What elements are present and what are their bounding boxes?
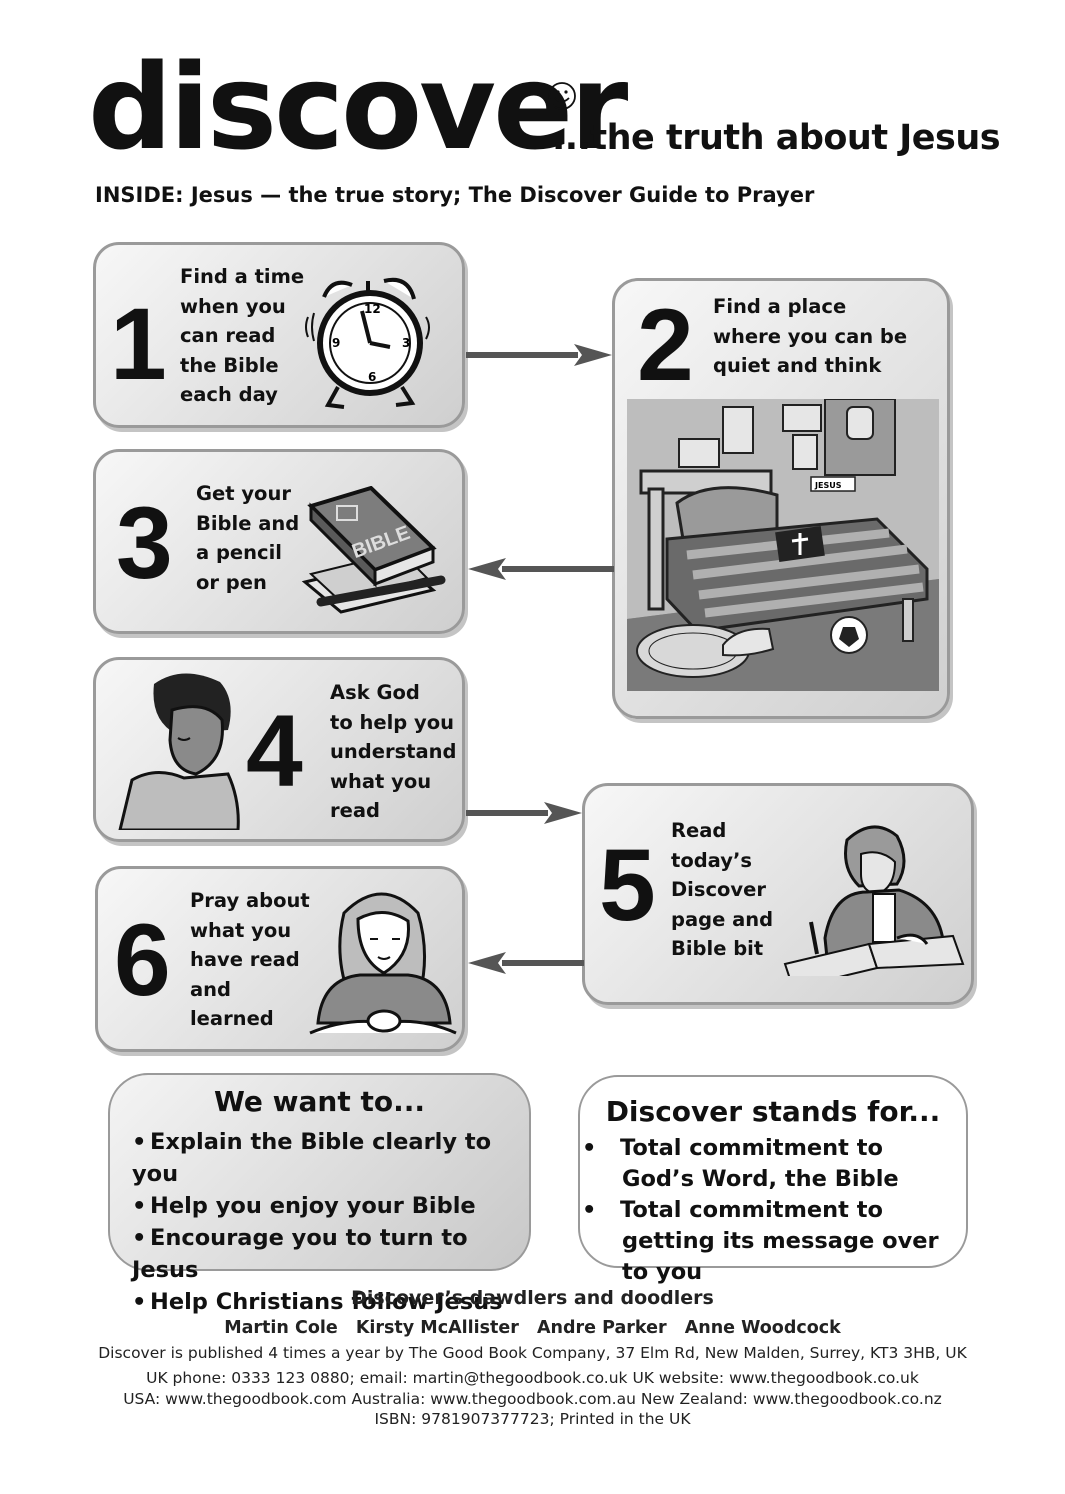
step-text: Pray about what you have read and learne… [190,889,310,1030]
step-number: 6 [114,903,171,1017]
stands-for-title: Discover stands for... [605,1095,941,1128]
step-5-box: 5 Read today’s Discover page and Bible b… [582,783,974,1005]
reading-boy-illustration [783,825,965,976]
we-want-list: •Explain the Bible clearly to you •Help … [132,1126,529,1318]
step-2-box: 2 Find a place where you can be quiet an… [612,278,950,719]
smiley-icon [548,82,576,110]
we-want-title: We want to... [214,1085,425,1118]
step-4-box: 4 Ask God to help you understand what yo… [93,657,465,842]
alarm-clock-icon: 12 3 6 9 [305,277,430,409]
credits-heading: Discover’s dawdlers and doodlers [351,1287,714,1309]
step-text: Find a time when you can read the Bible … [180,265,305,406]
arrow-right-icon [466,344,612,366]
step-6-box: 6 Pray about what you have read and lear… [95,866,465,1052]
contact-line: UK phone: 0333 123 0880; email: martin@t… [146,1369,919,1387]
list-item: •Total commitment to God’s Word, the Bib… [582,1135,899,1192]
list-item: •Help you enjoy your Bible [132,1193,476,1219]
svg-text:12: 12 [364,302,381,316]
publisher-line: Discover is published 4 times a year by … [98,1344,967,1362]
step-1-box: 1 Find a time when you can read the Bibl… [93,242,465,428]
list-item: •Encourage you to turn to Jesus [132,1225,468,1283]
step-text: Find a place where you can be quiet and … [713,295,908,377]
step-3-box: 3 Get your Bible and a pencil or pen BIB… [93,449,465,634]
masthead-title: discover [88,38,628,176]
step-number: 2 [637,288,694,402]
list-item: •Help Christians follow Jesus [132,1289,503,1315]
step-number: 4 [246,694,303,808]
stands-for-panel: Discover stands for... •Total commitment… [578,1075,968,1285]
room-sign: JESUS [814,481,842,490]
praying-girl-illustration [309,892,457,1035]
websites-line: USA: www.thegoodbook.com Australia: www.… [123,1390,942,1408]
masthead-tagline: ...the truth about Jesus [552,118,1001,158]
svg-text:6: 6 [368,370,376,384]
arrow-right-icon [466,802,582,824]
arrow-left-icon [468,952,584,974]
svg-text:9: 9 [332,336,340,350]
svg-text:3: 3 [402,336,410,350]
list-item: •Explain the Bible clearly to you [132,1129,492,1187]
step-text: Ask God to help you understand what you … [330,681,457,822]
step-text: Get your Bible and a pencil or pen [196,482,300,594]
we-want-panel: We want to... •Explain the Bible clearly… [108,1073,531,1315]
inside-contents: INSIDE: Jesus — the true story; The Disc… [95,183,815,207]
credits-names: Martin Cole Kirsty McAllister Andre Park… [224,1318,841,1338]
bible-book-icon: BIBLE [301,486,446,614]
stands-for-list: •Total commitment to God’s Word, the Bib… [582,1133,952,1288]
step-number: 3 [116,486,173,600]
step-text: Read today’s Discover page and Bible bit [671,819,774,960]
step-number: 5 [599,828,656,942]
praying-boy-illustration [118,673,240,830]
isbn-line: ISBN: 9781907377723; Printed in the UK [374,1410,691,1428]
step-number: 1 [110,287,167,401]
arrow-left-icon [468,558,614,580]
list-item: •Total commitment to getting its message… [582,1197,939,1285]
bedroom-illustration: JESUS [627,399,939,691]
